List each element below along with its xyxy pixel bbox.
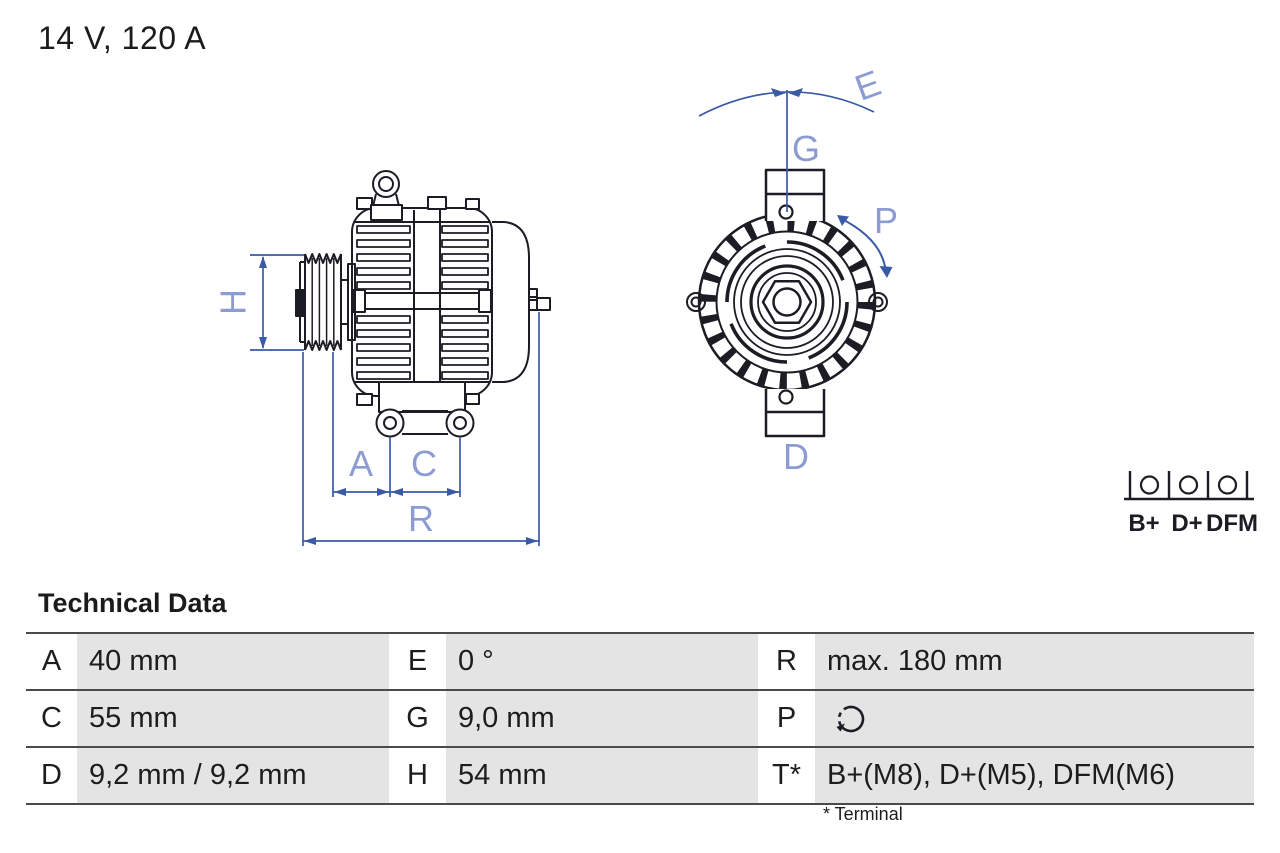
dim-value-e: 0 ° bbox=[446, 634, 758, 689]
technical-data-table: A 40 mm E 0 ° R max. 180 mm C 55 mm G 9,… bbox=[26, 632, 1254, 805]
front-view-dimensions bbox=[698, 88, 893, 278]
dim-key-e: E bbox=[389, 634, 446, 689]
terminal-label-dfm: DFM bbox=[1206, 510, 1258, 537]
table-row: C 55 mm G 9,0 mm P T* bbox=[26, 691, 1254, 748]
alternator-front-view bbox=[686, 168, 888, 438]
terminal-label-d-plus: D+ bbox=[1171, 510, 1202, 537]
dim-value-c: 55 mm bbox=[77, 691, 389, 746]
table-row: D 9,2 mm / 9,2 mm H 54 mm T* B+(M8), D+(… bbox=[26, 748, 1254, 805]
alternator-side-view bbox=[295, 170, 551, 438]
terminal-label-b-plus: B+ bbox=[1128, 510, 1159, 537]
page-title: 14 V, 120 A bbox=[38, 20, 207, 56]
dim-label-e: E bbox=[849, 62, 886, 109]
dim-key-r: R bbox=[758, 634, 815, 689]
dim-key-a: A bbox=[26, 634, 77, 689]
technical-data-heading: Technical Data bbox=[38, 588, 227, 618]
dim-label-p: P bbox=[874, 200, 898, 241]
dim-label-g: G bbox=[792, 128, 820, 169]
dim-key-d: D bbox=[26, 748, 77, 803]
terminal-footnote: * Terminal bbox=[823, 804, 903, 824]
terminal-block-diagram bbox=[1124, 471, 1254, 501]
dim-value-terminals: B+(M8), D+(M5), DFM(M6) bbox=[815, 748, 1254, 803]
dim-label-h: H bbox=[213, 289, 254, 315]
dim-label-a: A bbox=[349, 443, 373, 484]
dim-value-d: 9,2 mm / 9,2 mm bbox=[77, 748, 389, 803]
rotation-direction-icon bbox=[836, 705, 865, 732]
dim-value-a: 40 mm bbox=[77, 634, 389, 689]
dim-key-p: P bbox=[758, 691, 815, 746]
side-view-dimensions bbox=[250, 254, 540, 546]
dim-value-h: 54 mm bbox=[446, 748, 758, 803]
table-row: A 40 mm E 0 ° R max. 180 mm bbox=[26, 634, 1254, 691]
dim-key-c: C bbox=[26, 691, 77, 746]
dim-value-g: 9,0 mm bbox=[446, 691, 758, 746]
dim-value-r: max. 180 mm bbox=[815, 634, 1254, 689]
dim-key-t-star: T* bbox=[758, 748, 815, 803]
dim-key-h: H bbox=[389, 748, 446, 803]
dim-label-c: C bbox=[411, 443, 437, 484]
dim-label-d: D bbox=[783, 436, 809, 477]
dim-key-g: G bbox=[389, 691, 446, 746]
dim-label-r: R bbox=[408, 498, 434, 539]
dim-value-p bbox=[815, 691, 1254, 746]
technical-drawing: H A C R bbox=[213, 62, 1258, 546]
